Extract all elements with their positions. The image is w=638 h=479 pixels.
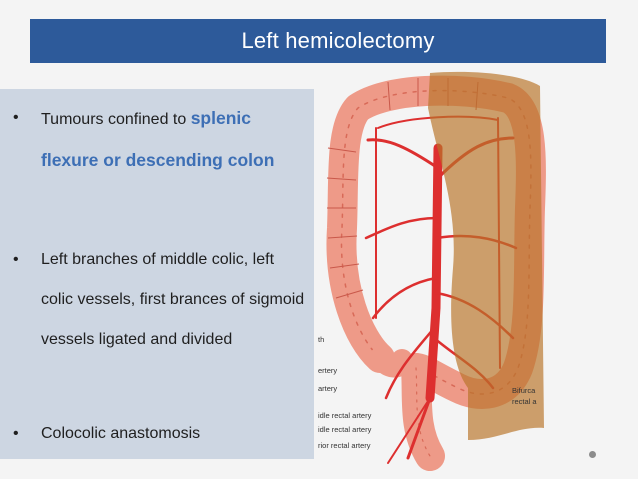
bullet-text: Colocolic anastomosis [41, 425, 201, 442]
label-right-1: Bifurca [512, 386, 536, 395]
title-bar: Left hemicolectomy [30, 19, 606, 63]
bullet-panel: • Tumours confined to splenic flexure or… [0, 89, 314, 459]
bullet-item-2: • Left branches of middle colic, left co… [13, 240, 308, 360]
label-left-4: idle rectal artery [318, 411, 372, 420]
bullet-text: Left branches of middle colic, left coli… [41, 251, 305, 348]
label-right-2: rectal a [512, 397, 537, 406]
label-left-1: th [318, 335, 324, 344]
bullet-text: Tumours confined to [41, 111, 191, 128]
bullet-highlight: splenic flexure or descending colon [41, 108, 275, 170]
colon-anatomy-illustration: th ertery artery idle rectal artery idle… [318, 71, 546, 471]
label-left-6: rior rectal artery [318, 441, 371, 450]
colon-anatomy-figure: th ertery artery idle rectal artery idle… [318, 68, 548, 476]
resection-overlay [428, 71, 544, 440]
label-left-2: ertery [318, 366, 337, 375]
bullet-dot: • [13, 251, 19, 268]
slide-dot-marker [589, 451, 596, 458]
slide-title: Left hemicolectomy [241, 28, 435, 53]
bullet-dot: • [13, 109, 19, 126]
label-left-3: artery [318, 384, 337, 393]
bullet-item-1: • Tumours confined to splenic flexure or… [13, 98, 308, 182]
bullet-dot: • [13, 425, 19, 442]
bullet-item-3: • Colocolic anastomosis [13, 414, 308, 454]
label-left-5: idle rectal artery [318, 425, 372, 434]
